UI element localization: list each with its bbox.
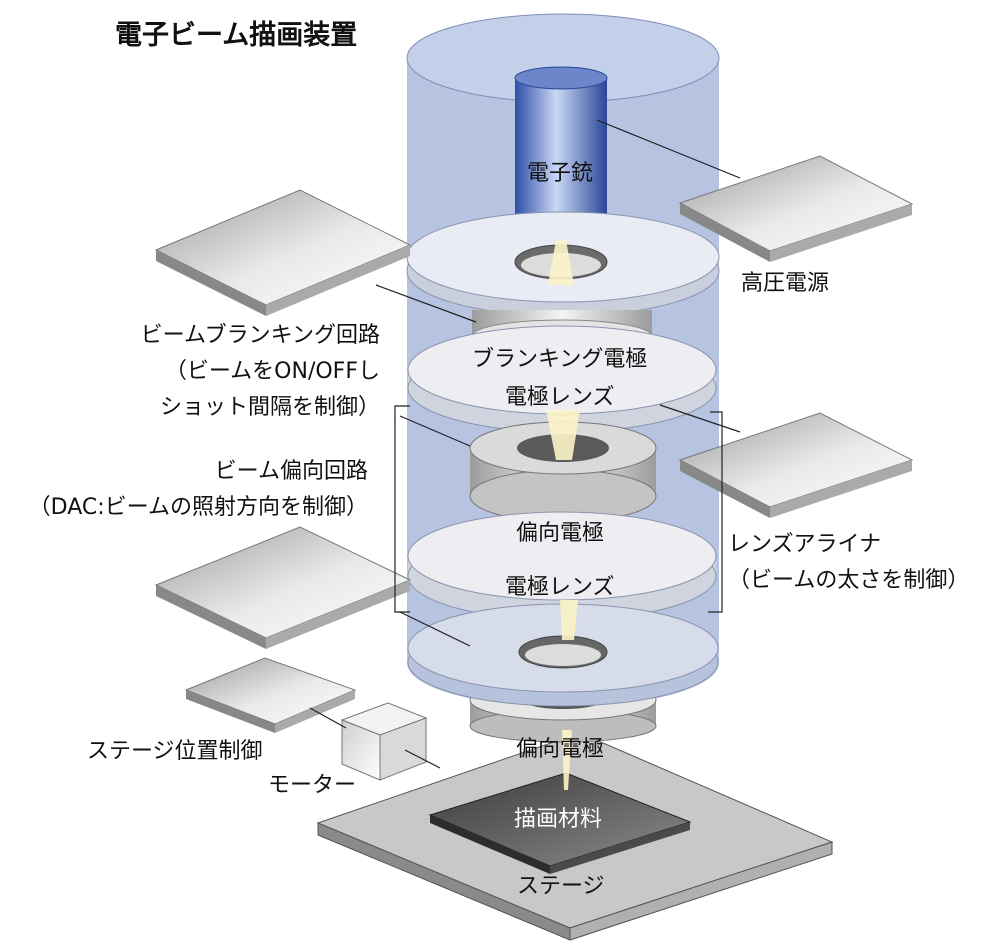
motor-cube bbox=[340, 702, 428, 781]
label-deflection-electrode-1: 偏向電極 bbox=[516, 521, 605, 546]
electron-gun bbox=[514, 66, 608, 239]
label-blanking-circuit-line2: （ビームをON/OFFし bbox=[164, 359, 380, 384]
label-lens-aligner: レンズアライナ （ビームの太さを制御） bbox=[728, 527, 969, 599]
deflection-electrode-ring bbox=[469, 421, 657, 523]
label-drawing-material: 描画材料 bbox=[514, 807, 603, 832]
label-blanking-electrode: ブランキング電極 bbox=[472, 347, 648, 372]
blanking-electrode-lens-disk bbox=[407, 325, 717, 433]
label-blanking-circuit-line3: ショット間隔を制御） bbox=[159, 395, 380, 420]
label-stage-position-control: ステージ位置制御 bbox=[87, 739, 263, 764]
electron-beam bbox=[546, 240, 580, 790]
label-blanking-circuit-line1: ビームブランキング回路 bbox=[140, 323, 380, 348]
deflection-electrode-lens-disk bbox=[407, 511, 717, 621]
label-lens-aligner-line1: レンズアライナ bbox=[728, 532, 882, 557]
plate-deflection bbox=[154, 526, 412, 649]
aperture-disk-bottom bbox=[407, 603, 719, 707]
label-deflection-electrode-2: 偏向電極 bbox=[516, 737, 605, 762]
plate-high-voltage bbox=[678, 155, 914, 262]
diagram-title: 電子ビーム描画装置 bbox=[115, 20, 358, 51]
label-deflection-circuit-line1: ビーム偏向回路 bbox=[214, 459, 368, 484]
label-deflection-circuit: ビーム偏向回路 （DAC:ビームの照射方向を制御） bbox=[29, 454, 368, 526]
plate-lens-aligner bbox=[678, 412, 914, 518]
label-electron-gun: 電子銃 bbox=[527, 161, 594, 186]
label-motor: モーター bbox=[268, 773, 357, 798]
drawing-material bbox=[428, 772, 692, 874]
label-deflection-circuit-line2: （DAC:ビームの照射方向を制御） bbox=[28, 495, 368, 520]
plate-blanking bbox=[154, 189, 412, 316]
label-lens-1: 電極レンズ bbox=[505, 385, 615, 410]
label-high-voltage-power: 高圧電源 bbox=[741, 271, 830, 296]
leader-lines bbox=[309, 119, 741, 769]
plate-stage-position bbox=[184, 657, 357, 733]
label-lens-2: 電極レンズ bbox=[505, 575, 615, 600]
label-stage: ステージ bbox=[517, 874, 605, 899]
label-lens-aligner-line2: （ビームの太さを制御） bbox=[728, 568, 970, 593]
label-blanking-circuit: ビームブランキング回路 （ビームをON/OFFし ショット間隔を制御） bbox=[141, 318, 380, 426]
